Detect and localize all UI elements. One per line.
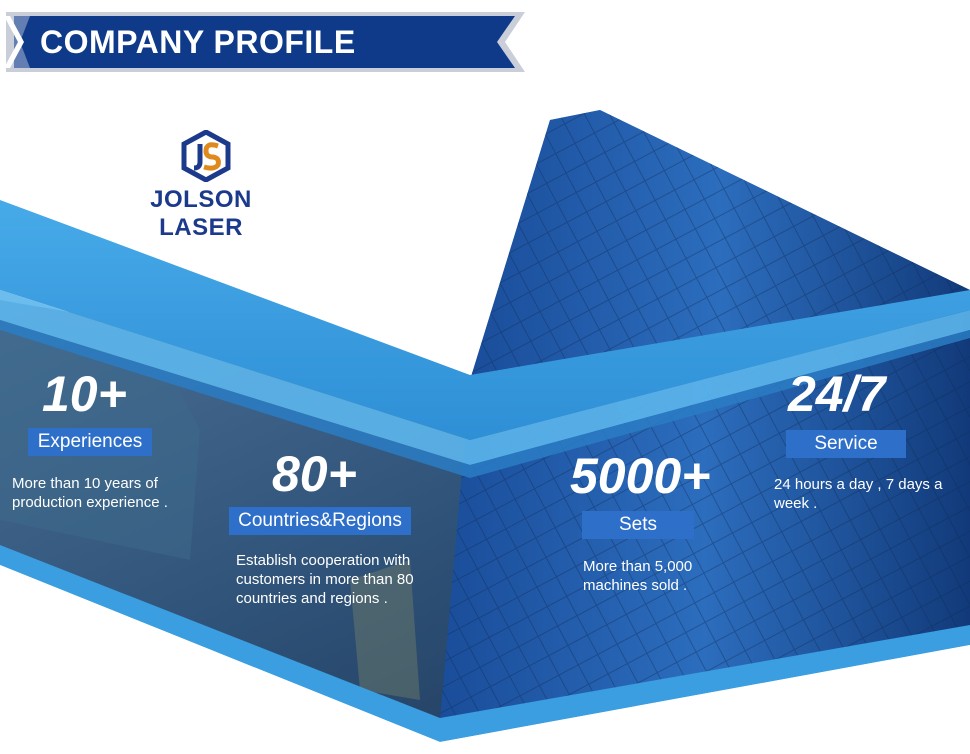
stat-value-sets: 5000+ (570, 448, 711, 504)
stat-description-experiences: More than 10 years of production experie… (12, 475, 168, 511)
brand-name: JOLSON LASER (150, 186, 252, 241)
stat-value-experiences: 10+ (42, 366, 127, 422)
ribbon-upper (0, 200, 970, 440)
hexagon-js-monogram-icon (181, 130, 231, 182)
stat-description-countries: Establish cooperation with customers in … (236, 552, 414, 607)
stat-description-sets: More than 5,000 machines sold . (583, 558, 693, 594)
header-banner (14, 16, 515, 68)
stat-label-countries: Countries&Regions (229, 507, 411, 535)
stat-label-service: Service (786, 430, 906, 458)
page-title: COMPANY PROFILE (40, 24, 356, 60)
stat-label-sets: Sets (582, 511, 694, 539)
stat-label-experiences: Experiences (28, 428, 152, 456)
stat-description-service: 24 hours a day , 7 days a week . (774, 476, 943, 512)
stat-value-countries: 80+ (272, 446, 357, 502)
stat-value-service: 24/7 (788, 366, 886, 422)
